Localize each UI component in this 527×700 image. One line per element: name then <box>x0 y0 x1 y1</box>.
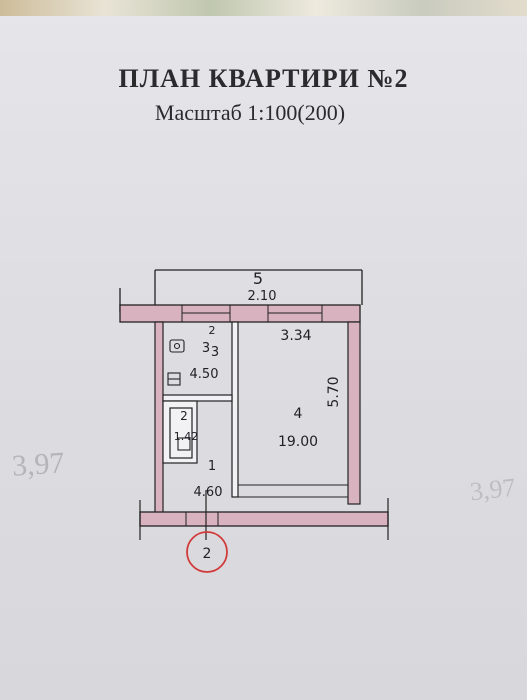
plan-title: ПЛАН КВАРТИРИ №2 <box>118 64 409 93</box>
scale-label: Масштаб 1:100(200) <box>154 100 346 125</box>
room-height-label: 5.70 <box>326 376 342 407</box>
interior-partitions <box>162 321 348 498</box>
axis-marker <box>186 490 228 573</box>
room-4-area: 19.00 <box>278 434 318 450</box>
bottom-wall <box>139 498 389 540</box>
axis-marker-label: 2 <box>203 546 212 562</box>
room-3-number: 3 <box>211 345 219 360</box>
room-2-area: 1.42 <box>174 430 199 443</box>
room-1-area: 4.60 <box>194 485 223 500</box>
room-4-number: 4 <box>294 406 303 422</box>
room-1-number: 1 <box>208 459 216 474</box>
dimension-frame <box>119 269 363 312</box>
dimension-top-number: 5 <box>253 269 263 288</box>
dimension-top-value: 2.10 <box>248 289 277 304</box>
background-object-strip <box>0 0 527 16</box>
small-dim-2: 2 <box>209 324 216 337</box>
right-wall <box>347 321 361 505</box>
left-wall <box>154 321 164 515</box>
room-3-area: 4.50 <box>190 367 219 382</box>
top-wall <box>119 304 361 323</box>
small-dim-3: 3 <box>202 341 210 356</box>
room-2-number: 2 <box>180 409 188 423</box>
kitchen-fixtures <box>167 339 191 451</box>
room-width-label: 3.34 <box>280 328 311 344</box>
